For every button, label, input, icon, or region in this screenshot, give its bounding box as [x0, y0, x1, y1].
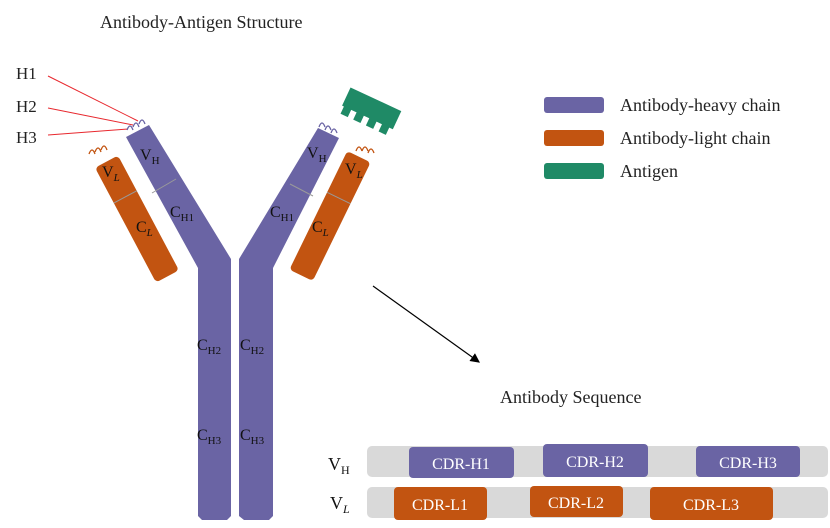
left-heavy-chain-divider [151, 178, 177, 194]
cdr-l2-box [530, 486, 623, 517]
legend-label-antigen: Antigen [620, 161, 678, 181]
left-light-chain: VL CL [88, 145, 178, 282]
sequence-row-vh-label: VH [328, 454, 350, 477]
left-heavy-chain-body [126, 125, 231, 520]
legend: Antibody-heavy chain Antibody-light chai… [544, 95, 780, 181]
leader-line-h3 [47, 128, 129, 136]
sequence-row-vl: VL CDR-L1 CDR-L2 CDR-L3 [330, 486, 828, 520]
right-heavy-loops [318, 122, 338, 134]
cdr-h3-label: CDR-H3 [719, 455, 777, 472]
legend-label-light: Antibody-light chain [620, 128, 770, 148]
cdr-h3-box [696, 446, 800, 477]
leader-line-h1 [47, 75, 139, 122]
right-light-loops [355, 146, 375, 154]
label-h3: H3 [16, 128, 37, 147]
right-light-variable-label: VL [345, 161, 363, 181]
right-heavy-const1-label: CH1 [270, 204, 294, 224]
legend-swatch-heavy [544, 97, 604, 113]
label-h1: H1 [16, 64, 37, 83]
right-heavy-chain: VH CH1 CH2 CH3 [239, 122, 339, 520]
cdr-l2-label: CDR-L2 [548, 495, 604, 512]
antigen-shape [340, 87, 402, 135]
cdr-h1-label: CDR-H1 [432, 456, 490, 473]
right-heavy-const3-label: CH3 [240, 427, 265, 447]
right-light-chain-divider [326, 191, 351, 205]
left-light-variable-label: VL [102, 164, 120, 184]
left-heavy-const1-label: CH1 [170, 204, 194, 224]
right-heavy-const2-label: CH2 [240, 337, 264, 357]
left-light-chain-divider [113, 190, 137, 204]
right-light-chain-body [290, 152, 370, 280]
cdr-l3-box [650, 487, 773, 520]
right-heavy-chain-divider [289, 183, 314, 197]
left-heavy-const3-label: CH3 [197, 427, 222, 447]
cdr-h2-label: CDR-H2 [566, 454, 624, 471]
cdr-h2-box [543, 444, 648, 477]
left-heavy-variable-label: VH [140, 147, 160, 167]
label-h2: H2 [16, 97, 37, 116]
hypervariable-labels: H1 H2 H3 [16, 64, 139, 147]
page-title: Antibody-Antigen Structure [100, 12, 302, 32]
left-light-loops [88, 145, 108, 155]
leader-line-h2 [47, 107, 134, 126]
cdr-l1-label: CDR-L1 [412, 497, 468, 514]
sequence-title: Antibody Sequence [500, 387, 641, 407]
pointer-arrow [372, 285, 480, 363]
sequence-row-vl-label: VL [330, 493, 350, 516]
right-light-constant-label: CL [312, 219, 329, 239]
right-heavy-chain-body [239, 128, 339, 520]
cdr-h1-box [409, 447, 514, 478]
right-heavy-variable-label: VH [307, 145, 327, 165]
legend-swatch-antigen [544, 163, 604, 179]
legend-swatch-light [544, 130, 604, 146]
left-heavy-loops [126, 119, 146, 131]
left-heavy-const2-label: CH2 [197, 337, 221, 357]
cdr-l1-box [394, 487, 487, 520]
right-light-chain: VL CL [290, 146, 375, 280]
legend-label-heavy: Antibody-heavy chain [620, 95, 780, 115]
left-light-constant-label: CL [136, 219, 153, 239]
left-heavy-chain: VH CH1 CH2 CH3 [126, 119, 231, 520]
left-light-chain-body [96, 156, 178, 282]
sequence-row-vh: VH CDR-H1 CDR-H2 CDR-H3 [328, 444, 828, 478]
cdr-l3-label: CDR-L3 [683, 497, 739, 514]
